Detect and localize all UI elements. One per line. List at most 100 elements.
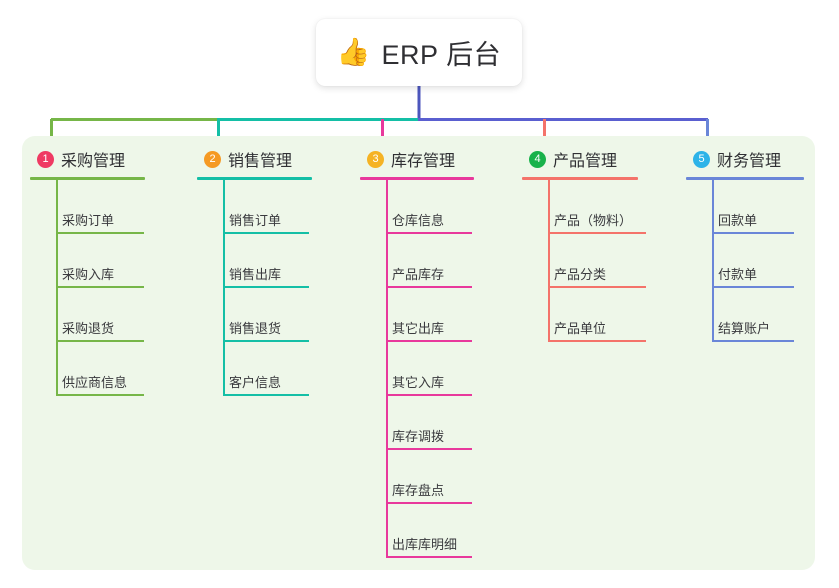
branch-column-1: 1 采购管理采购订单采购入库采购退货供应商信息 <box>30 146 145 396</box>
leaf-label: 销售退货 <box>229 321 282 336</box>
leaf-item[interactable]: 库存盘点 <box>386 450 474 504</box>
leaf-underline <box>386 286 472 288</box>
leaf-underline <box>223 286 309 288</box>
leaf-item[interactable]: 供应商信息 <box>56 342 145 396</box>
leaf-label: 回款单 <box>718 213 758 228</box>
leaf-underline <box>386 340 472 342</box>
leaf-item[interactable]: 产品（物料） <box>548 180 646 234</box>
leaf-item[interactable]: 结算账户 <box>712 288 804 342</box>
leaf-item[interactable]: 库存调拨 <box>386 396 474 450</box>
branch-header-1[interactable]: 1 采购管理 <box>30 146 145 172</box>
leaf-item[interactable]: 付款单 <box>712 234 804 288</box>
leaf-item[interactable]: 产品库存 <box>386 234 474 288</box>
leaf-underline <box>56 394 144 396</box>
leaf-label: 结算账户 <box>718 321 771 336</box>
leaf-item[interactable]: 采购退货 <box>56 288 145 342</box>
leaf-item[interactable]: 仓库信息 <box>386 180 474 234</box>
root-node-title: ERP 后台 <box>381 40 502 70</box>
leaf-item[interactable]: 回款单 <box>712 180 804 234</box>
leaf-underline <box>712 232 794 234</box>
leaf-underline <box>548 286 646 288</box>
leaf-label: 采购退货 <box>62 321 115 336</box>
leaf-underline <box>56 340 144 342</box>
branch-title-4: 产品管理 <box>553 153 618 170</box>
leaf-underline <box>548 340 646 342</box>
leaf-underline <box>386 448 472 450</box>
leaf-connector-line <box>548 234 550 288</box>
leaf-connector-line <box>56 180 58 234</box>
leaf-connector-line <box>223 180 225 234</box>
leaf-item[interactable]: 采购入库 <box>56 234 145 288</box>
leaf-underline <box>386 556 472 558</box>
leaf-connector-line <box>56 234 58 288</box>
leaf-item[interactable]: 产品单位 <box>548 288 646 342</box>
leaf-item[interactable]: 销售订单 <box>223 180 312 234</box>
branch-underline-1 <box>30 177 145 180</box>
leaf-underline <box>223 232 309 234</box>
leaf-item[interactable]: 其它入库 <box>386 342 474 396</box>
branch-column-5: 5 财务管理回款单付款单结算账户 <box>686 146 804 342</box>
leaf-connector-line <box>712 234 714 288</box>
branch-header-3[interactable]: 3 库存管理 <box>360 146 474 172</box>
leaf-label: 库存盘点 <box>392 483 445 498</box>
branch-header-4[interactable]: 4 产品管理 <box>522 146 638 172</box>
leaf-label: 产品单位 <box>554 321 607 336</box>
leaf-label: 付款单 <box>718 267 758 282</box>
branch-title-3: 库存管理 <box>391 153 456 170</box>
leaf-label: 产品分类 <box>554 267 607 282</box>
leaf-item[interactable]: 采购订单 <box>56 180 145 234</box>
leaf-label: 其它入库 <box>392 375 445 390</box>
branch-title-2: 销售管理 <box>228 153 293 170</box>
branch-column-2: 2 销售管理销售订单销售出库销售退货客户信息 <box>197 146 312 396</box>
leaf-label: 供应商信息 <box>62 375 128 390</box>
diagram-panel <box>22 136 815 570</box>
leaf-underline <box>386 502 472 504</box>
branch-header-5[interactable]: 5 财务管理 <box>686 146 804 172</box>
leaf-label: 其它出库 <box>392 321 445 336</box>
thumbs-up-icon: 👍 <box>336 37 371 67</box>
branch-header-2[interactable]: 2 销售管理 <box>197 146 312 172</box>
leaf-item[interactable]: 销售退货 <box>223 288 312 342</box>
leaf-item[interactable]: 出库库明细 <box>386 504 474 558</box>
leaf-connector-line <box>223 342 225 396</box>
leaf-item[interactable]: 其它出库 <box>386 288 474 342</box>
leaf-connector-line <box>386 342 388 396</box>
branch-underline-4 <box>522 177 638 180</box>
branch-badge-5: 5 <box>693 150 710 168</box>
leaf-label: 采购订单 <box>62 213 115 228</box>
leaf-label: 销售出库 <box>229 267 282 282</box>
leaf-item[interactable]: 产品分类 <box>548 234 646 288</box>
leaf-connector-line <box>56 342 58 396</box>
leaf-underline <box>386 232 472 234</box>
leaf-label: 销售订单 <box>229 213 282 228</box>
branch-title-1: 采购管理 <box>61 153 126 170</box>
leaf-connector-line <box>386 234 388 288</box>
root-node-card[interactable]: 👍 ERP 后台 <box>316 19 522 86</box>
leaf-item[interactable]: 客户信息 <box>223 342 312 396</box>
leaf-label: 出库库明细 <box>392 537 458 552</box>
branch-leaf-list-1: 采购订单采购入库采购退货供应商信息 <box>30 180 145 396</box>
leaf-connector-line <box>548 288 550 342</box>
branch-badge-3: 3 <box>367 150 384 168</box>
branch-title-5: 财务管理 <box>717 153 782 170</box>
leaf-connector-line <box>386 180 388 234</box>
leaf-connector-line <box>223 288 225 342</box>
branch-column-3: 3 库存管理仓库信息产品库存其它出库其它入库库存调拨库存盘点出库库明细 <box>360 146 474 558</box>
branch-underline-2 <box>197 177 312 180</box>
leaf-underline <box>223 340 309 342</box>
branch-badge-2: 2 <box>204 150 221 168</box>
leaf-label: 采购入库 <box>62 267 115 282</box>
branch-badge-1: 1 <box>37 150 54 168</box>
leaf-connector-line <box>386 504 388 558</box>
leaf-underline <box>548 232 646 234</box>
leaf-item[interactable]: 销售出库 <box>223 234 312 288</box>
branch-column-4: 4 产品管理产品（物料） 产品分类产品单位 <box>522 146 646 342</box>
branch-badge-4: 4 <box>529 150 546 168</box>
leaf-label: 客户信息 <box>229 375 282 390</box>
leaf-underline <box>56 286 144 288</box>
leaf-label: 产品（物料） <box>554 213 633 228</box>
leaf-label: 库存调拨 <box>392 429 445 444</box>
branch-underline-3 <box>360 177 474 180</box>
branch-leaf-list-4: 产品（物料） 产品分类产品单位 <box>522 180 646 342</box>
